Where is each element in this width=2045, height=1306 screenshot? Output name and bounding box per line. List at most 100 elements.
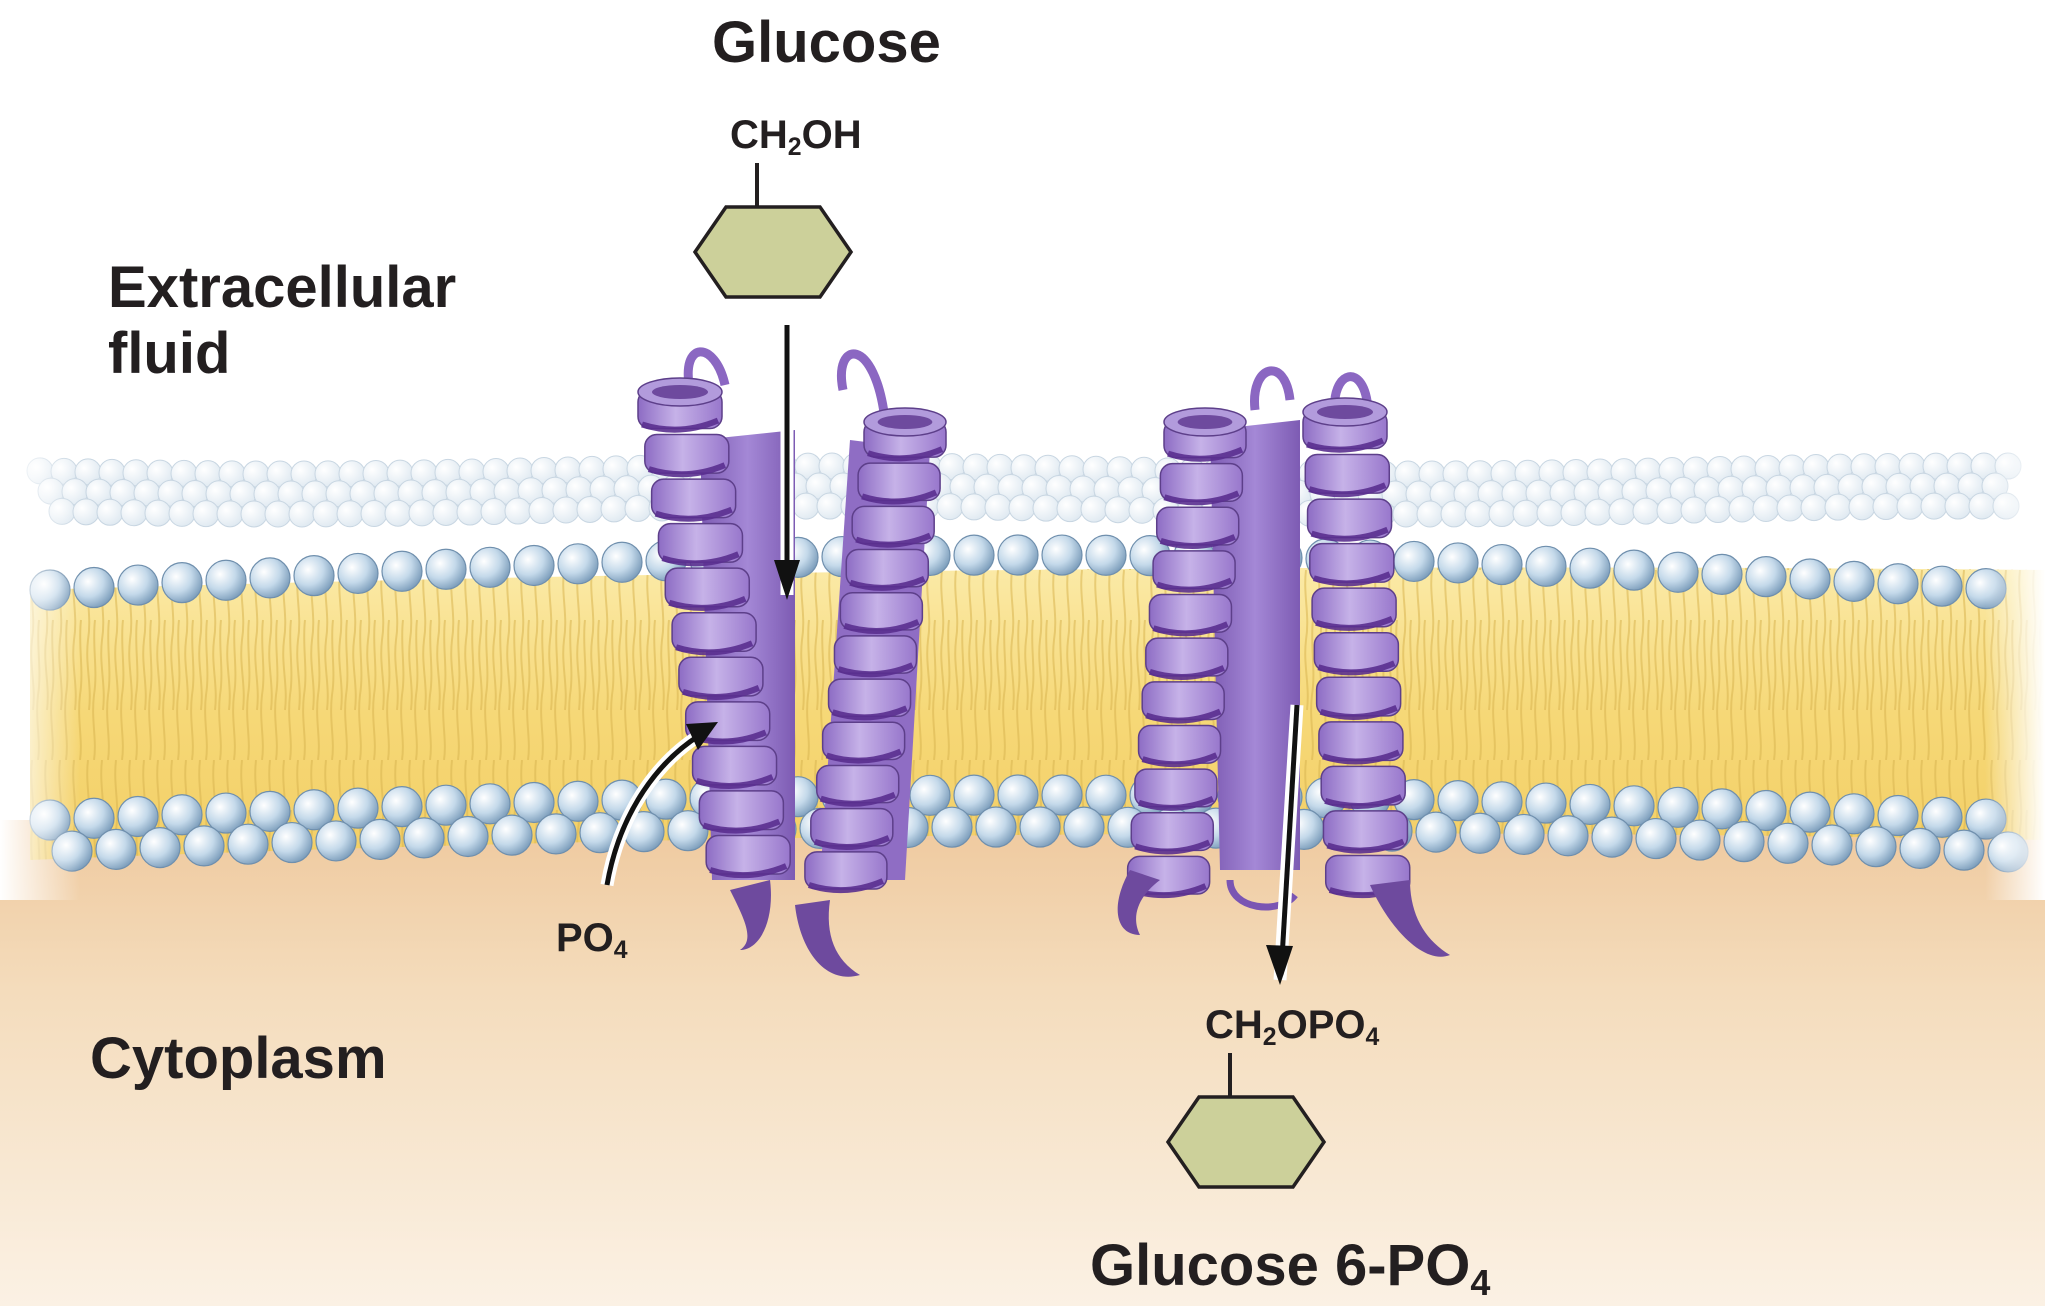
lipid-head — [1679, 819, 1721, 861]
lipid-head — [1855, 826, 1897, 868]
lipid-head — [1584, 498, 1612, 526]
glucose-6-phosphate-subscript: 4 — [1470, 1262, 1491, 1304]
formula-subscript: 2 — [787, 133, 802, 161]
lipid-head — [552, 496, 580, 524]
lipid-head — [1767, 822, 1809, 864]
lipid-head — [1701, 788, 1743, 830]
cytoplasm-label: Cytoplasm — [90, 1026, 387, 1091]
lipid-head — [1080, 495, 1108, 523]
lipid-head — [1848, 493, 1876, 521]
lipid-head — [1416, 500, 1444, 528]
lipid-head — [337, 787, 379, 829]
lipid-head — [1896, 492, 1924, 520]
lipid-head — [168, 499, 196, 527]
lipid-head — [1481, 781, 1523, 823]
lipid-head — [1745, 556, 1787, 598]
lipid-head — [1833, 560, 1875, 602]
lipid-head — [792, 492, 820, 520]
lipid-head — [1056, 495, 1084, 523]
lipid-head — [1536, 499, 1564, 527]
extracellular-line-2: fluid — [108, 321, 231, 386]
lipid-head — [205, 559, 247, 601]
glucose-entry-arrow — [774, 325, 800, 600]
transporter-protein-phosphorylating — [637, 347, 947, 977]
lipid-head — [1776, 494, 1804, 522]
lipid-head — [144, 499, 172, 527]
product-hexagon — [1165, 1095, 1327, 1189]
formula-part: PO — [556, 916, 614, 960]
lipid-head — [1008, 494, 1036, 522]
lipid-head — [1440, 500, 1468, 528]
lipid-head — [271, 821, 313, 864]
lipid-head — [96, 498, 124, 526]
lipid-head — [528, 497, 556, 525]
lipid-head — [1547, 815, 1589, 857]
lipid-head — [1525, 782, 1567, 824]
lipid-head — [240, 500, 268, 528]
lipid-head — [557, 543, 599, 585]
lipid-head — [953, 774, 995, 816]
lipid-head — [293, 555, 335, 597]
lipid-head — [1512, 499, 1540, 527]
lipid-head — [1104, 496, 1132, 524]
lipid-head — [403, 817, 445, 859]
formula-part: OH — [801, 113, 862, 157]
lipid-head — [1704, 496, 1732, 524]
lipid-head — [205, 792, 247, 834]
lipid-head — [293, 789, 335, 831]
lipid-head — [667, 810, 709, 852]
lipid-head — [315, 820, 357, 862]
cytoplasm-region — [0, 820, 2045, 1306]
lipid-head — [1063, 806, 1105, 848]
lipid-head — [1752, 494, 1780, 522]
lipid-head — [504, 497, 532, 525]
lipid-head — [535, 813, 577, 855]
lipid-head — [1591, 816, 1633, 858]
lipid-head — [1085, 534, 1127, 576]
lipid-head — [425, 548, 467, 590]
lipid-head — [432, 498, 460, 526]
lipid-head — [1632, 497, 1660, 525]
lipid-head — [1824, 493, 1852, 521]
formula-subscript: 2 — [1262, 1023, 1277, 1051]
lipid-head — [1415, 811, 1457, 853]
lipid-head — [1877, 794, 1919, 837]
lipid-head — [264, 500, 292, 528]
lipid-head — [1800, 494, 1828, 522]
glucose-6-phosphate-text: Glucose 6-PO — [1090, 1233, 1471, 1298]
lipid-head — [1789, 791, 1831, 833]
formula-subscript: 4 — [613, 936, 628, 964]
lipid-head — [408, 499, 436, 527]
lipid-head — [1503, 813, 1545, 856]
lipid-head — [1464, 500, 1492, 528]
lipid-head — [336, 500, 364, 528]
lipid-head — [359, 818, 401, 860]
lipid-head — [513, 781, 555, 824]
lipid-head — [469, 783, 511, 825]
lipid-head — [1657, 551, 1699, 593]
lipid-head — [117, 564, 159, 606]
glucose-6-phosphate-label: Glucose 6-PO4 — [1090, 1237, 1490, 1301]
lipid-head — [1437, 542, 1479, 584]
lipid-head — [953, 534, 995, 576]
lipid-head — [1723, 821, 1765, 863]
lipid-head — [1481, 543, 1523, 586]
glucose-hexagon — [692, 205, 854, 299]
extracellular-line-1: Extracellular — [108, 255, 457, 320]
lipid-head — [1393, 540, 1435, 583]
lipid-head — [381, 550, 423, 592]
lipid-head — [975, 806, 1017, 848]
lipid-head — [513, 544, 555, 587]
lipid-head — [1877, 563, 1919, 605]
lipid-head — [1041, 534, 1083, 576]
lipid-head — [1921, 565, 1963, 607]
lipid-head — [1921, 796, 1963, 838]
product-formula-label: CH2OPO4 — [1205, 1005, 1379, 1050]
lipid-head — [117, 795, 159, 838]
lipid-head — [1085, 774, 1127, 816]
lipid-head — [216, 500, 244, 528]
lipid-head — [1680, 496, 1708, 524]
glucose-label: Glucose — [712, 10, 941, 75]
lipid-head — [1701, 553, 1743, 596]
lipid-head — [1613, 785, 1655, 827]
